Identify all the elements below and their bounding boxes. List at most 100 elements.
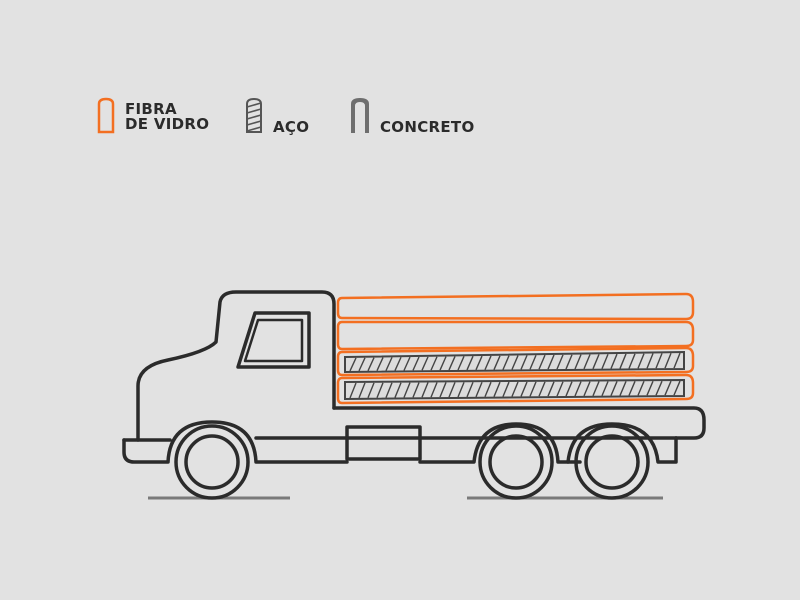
rebar-rib bbox=[349, 357, 357, 372]
truck-chassis-rear bbox=[566, 422, 678, 464]
rebar-rib bbox=[601, 381, 609, 396]
rebar-rib bbox=[421, 382, 429, 398]
truck-cab bbox=[122, 420, 349, 464]
rebar-rib bbox=[655, 380, 663, 396]
fiberglass-bar-4 bbox=[336, 373, 695, 405]
rebar-rib bbox=[538, 354, 546, 370]
rebar-rib bbox=[439, 356, 447, 371]
rebar-rib bbox=[574, 354, 582, 370]
rebar-rib bbox=[502, 355, 510, 370]
rebar-rib bbox=[367, 357, 375, 372]
legend-concrete-label: CONCRETO bbox=[380, 120, 475, 135]
front-wheel bbox=[174, 424, 250, 500]
fiberglass-bar-3 bbox=[336, 346, 695, 377]
legend-fiberglass-line2: DE VIDRO bbox=[125, 115, 210, 133]
steel-rebar-1 bbox=[344, 350, 685, 374]
rear-wheel-2-hub bbox=[584, 434, 640, 490]
fiberglass-bar-2 bbox=[336, 320, 695, 351]
fiberglass-rebar-icon bbox=[97, 97, 115, 134]
rebar-rib bbox=[385, 382, 393, 398]
rebar-rib bbox=[412, 356, 420, 371]
rebar-rib bbox=[529, 381, 537, 397]
rebar-rib bbox=[448, 356, 456, 371]
concrete-icon bbox=[351, 98, 369, 133]
legend-steel: AÇO bbox=[244, 97, 309, 135]
rebar-rib bbox=[592, 381, 600, 397]
rebar-rib bbox=[394, 356, 402, 371]
rebar-rib bbox=[376, 382, 384, 398]
rebar-rib bbox=[475, 355, 483, 371]
rebar-rib bbox=[412, 382, 420, 398]
rebar-rib bbox=[376, 357, 384, 372]
fiberglass-bar-1 bbox=[336, 292, 695, 321]
rebar-rib bbox=[565, 354, 573, 370]
rebar-rib bbox=[511, 355, 519, 370]
rebar-rib bbox=[601, 353, 609, 369]
legend-steel-text: AÇO bbox=[273, 118, 310, 136]
rebar-rib bbox=[646, 353, 654, 369]
rebar-rib bbox=[484, 381, 492, 398]
rebar-rib bbox=[610, 381, 618, 396]
rebar-rib bbox=[556, 354, 564, 370]
rebar-rib bbox=[385, 357, 393, 371]
rebar-rib bbox=[547, 354, 555, 370]
rebar-rib bbox=[583, 354, 591, 370]
rebar-rib bbox=[538, 381, 546, 397]
rebar-rib bbox=[520, 355, 528, 370]
rebar-rib bbox=[646, 380, 654, 396]
rebar-rib bbox=[628, 353, 636, 369]
rebar-rib bbox=[448, 382, 456, 398]
legend-fiberglass-line1: FIBRA bbox=[125, 100, 177, 118]
rebar-rib bbox=[529, 354, 537, 370]
rebar-rib bbox=[457, 356, 465, 371]
legend-concrete-text: CONCRETO bbox=[380, 118, 475, 136]
rebar-rib bbox=[475, 381, 483, 398]
rebar-rib bbox=[493, 355, 501, 370]
rear-wheel-1 bbox=[478, 424, 554, 500]
rebar-rib bbox=[358, 382, 366, 399]
truck-window-inner bbox=[243, 318, 304, 363]
rebar-rib bbox=[421, 356, 429, 371]
rebar-rib bbox=[349, 382, 357, 399]
rebar-rib bbox=[403, 356, 411, 371]
rebar-rib bbox=[520, 381, 528, 397]
rebar-rib bbox=[457, 382, 465, 398]
rebar-rib bbox=[637, 380, 645, 396]
rebar-rib bbox=[466, 355, 474, 371]
rear-wheel-2 bbox=[574, 424, 650, 500]
rebar-rib bbox=[556, 381, 564, 397]
rebar-rib bbox=[394, 382, 402, 398]
rebar-rib bbox=[619, 381, 627, 396]
truck-cab-body bbox=[136, 290, 336, 442]
rebar-rib bbox=[664, 380, 672, 396]
rear-wheel-1-hub bbox=[488, 434, 544, 490]
rebar-rib bbox=[367, 382, 375, 399]
rebar-rib bbox=[484, 355, 492, 371]
truck-chassis bbox=[418, 422, 582, 464]
front-wheel-hub bbox=[184, 434, 240, 490]
rebar-rib bbox=[511, 381, 519, 397]
rebar-rib bbox=[574, 381, 582, 397]
rebar-rib bbox=[619, 353, 627, 369]
rebar-rib bbox=[673, 352, 681, 369]
rebar-rib bbox=[628, 381, 636, 396]
rebar-rib bbox=[502, 381, 510, 397]
steel-rebar-2 bbox=[344, 378, 685, 401]
rebar-rib bbox=[637, 353, 645, 369]
legend-fiberglass-label: FIBRA DE VIDRO bbox=[125, 102, 209, 135]
truck-window bbox=[236, 311, 311, 369]
rebar-rib bbox=[466, 382, 474, 398]
rebar-rib bbox=[403, 382, 411, 398]
rebar-rib bbox=[547, 381, 555, 397]
truck-bed bbox=[332, 406, 706, 440]
fuel-tank bbox=[345, 425, 422, 461]
rebar-rib bbox=[358, 357, 366, 372]
rebar-rib bbox=[583, 381, 591, 397]
legend-steel-label: AÇO bbox=[273, 120, 309, 135]
rebar-rib bbox=[664, 353, 672, 369]
rebar-rib bbox=[439, 382, 447, 398]
rebar-rib bbox=[565, 381, 573, 397]
rebar-rib bbox=[655, 353, 663, 369]
rebar-rib bbox=[610, 353, 618, 369]
